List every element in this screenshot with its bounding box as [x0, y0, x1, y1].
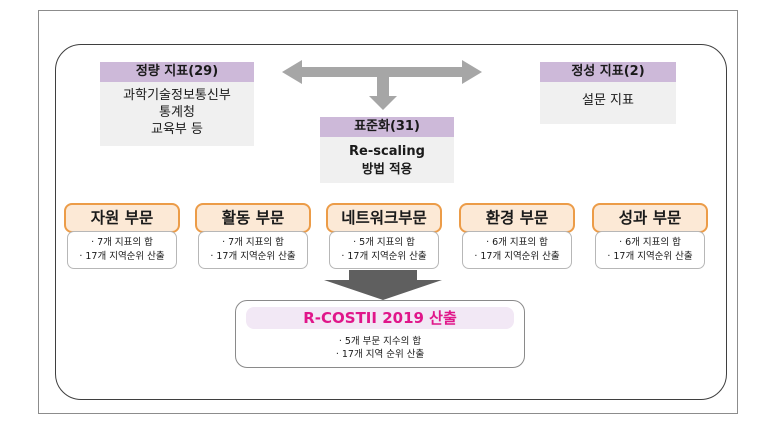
sector-line: · 17개 지역순위 산출 [607, 251, 693, 262]
sector-desc: · 7개 지표의 합 · 17개 지역순위 산출 [198, 231, 308, 269]
sector-line: · 5개 지표의 합 [353, 237, 415, 248]
sector-line: · 6개 지표의 합 [619, 237, 681, 248]
sector-title: 네트워크부문 [326, 203, 442, 233]
sector-title: 자원 부문 [64, 203, 180, 233]
sector-title: 성과 부문 [592, 203, 708, 233]
qualitative-indicator-title: 정성 지표(2) [540, 62, 676, 82]
sector-network: 네트워크부문 · 5개 지표의 합 · 17개 지역순위 산출 [326, 203, 442, 269]
sector-line: · 7개 지표의 합 [222, 237, 284, 248]
sector-desc: · 6개 지표의 합 · 17개 지역순위 산출 [595, 231, 705, 269]
qualitative-source: 설문 지표 [582, 93, 634, 108]
figure-frame [38, 10, 738, 414]
result-title: R-COSTII 2019 산출 [246, 307, 514, 329]
sector-line: · 7개 지표의 합 [91, 237, 153, 248]
quantitative-source-2: 통계청 [159, 105, 195, 120]
sector-line: · 17개 지역순위 산출 [474, 251, 560, 262]
sector-line: · 6개 지표의 합 [486, 237, 548, 248]
standardization-box: 표준화(31) Re-scaling 방법 적용 [320, 117, 454, 183]
quantitative-source-3: 교육부 등 [151, 122, 203, 137]
sector-resource: 자원 부문 · 7개 지표의 합 · 17개 지역순위 산출 [64, 203, 180, 269]
sector-desc: · 6개 지표의 합 · 17개 지역순위 산출 [462, 231, 572, 269]
standardization-method-1: Re-scaling [349, 144, 425, 159]
process-container [55, 44, 727, 400]
double-arrow [282, 60, 482, 84]
quantitative-indicator-box: 정량 지표(29) 과학기술정보통신부 통계청 교육부 등 [100, 62, 254, 146]
result-line: · 5개 부문 지수의 합 [338, 336, 422, 347]
standardization-title: 표준화(31) [320, 117, 454, 137]
sector-line: · 17개 지역순위 산출 [341, 251, 427, 262]
sector-line: · 17개 지역순위 산출 [79, 251, 165, 262]
sector-desc: · 7개 지표의 합 · 17개 지역순위 산출 [67, 231, 177, 269]
sector-title: 활동 부문 [195, 203, 311, 233]
qualitative-indicator-box: 정성 지표(2) 설문 지표 [540, 62, 676, 124]
sector-environment: 환경 부문 · 6개 지표의 합 · 17개 지역순위 산출 [459, 203, 575, 269]
down-arrow-result [324, 270, 442, 300]
result-line: · 17개 지역 순위 산출 [335, 349, 425, 360]
sector-performance: 성과 부문 · 6개 지표의 합 · 17개 지역순위 산출 [592, 203, 708, 269]
result-box: R-COSTII 2019 산출 · 5개 부문 지수의 합 · 17개 지역 … [235, 300, 525, 368]
sector-line: · 17개 지역순위 산출 [210, 251, 296, 262]
sector-desc: · 5개 지표의 합 · 17개 지역순위 산출 [329, 231, 439, 269]
quantitative-source-1: 과학기술정보통신부 [123, 88, 231, 103]
sector-title: 환경 부문 [459, 203, 575, 233]
standardization-method-2: 방법 적용 [361, 161, 413, 176]
sector-activity: 활동 부문 · 7개 지표의 합 · 17개 지역순위 산출 [195, 203, 311, 269]
down-arrow-standardization [369, 77, 397, 110]
quantitative-indicator-title: 정량 지표(29) [100, 62, 254, 82]
